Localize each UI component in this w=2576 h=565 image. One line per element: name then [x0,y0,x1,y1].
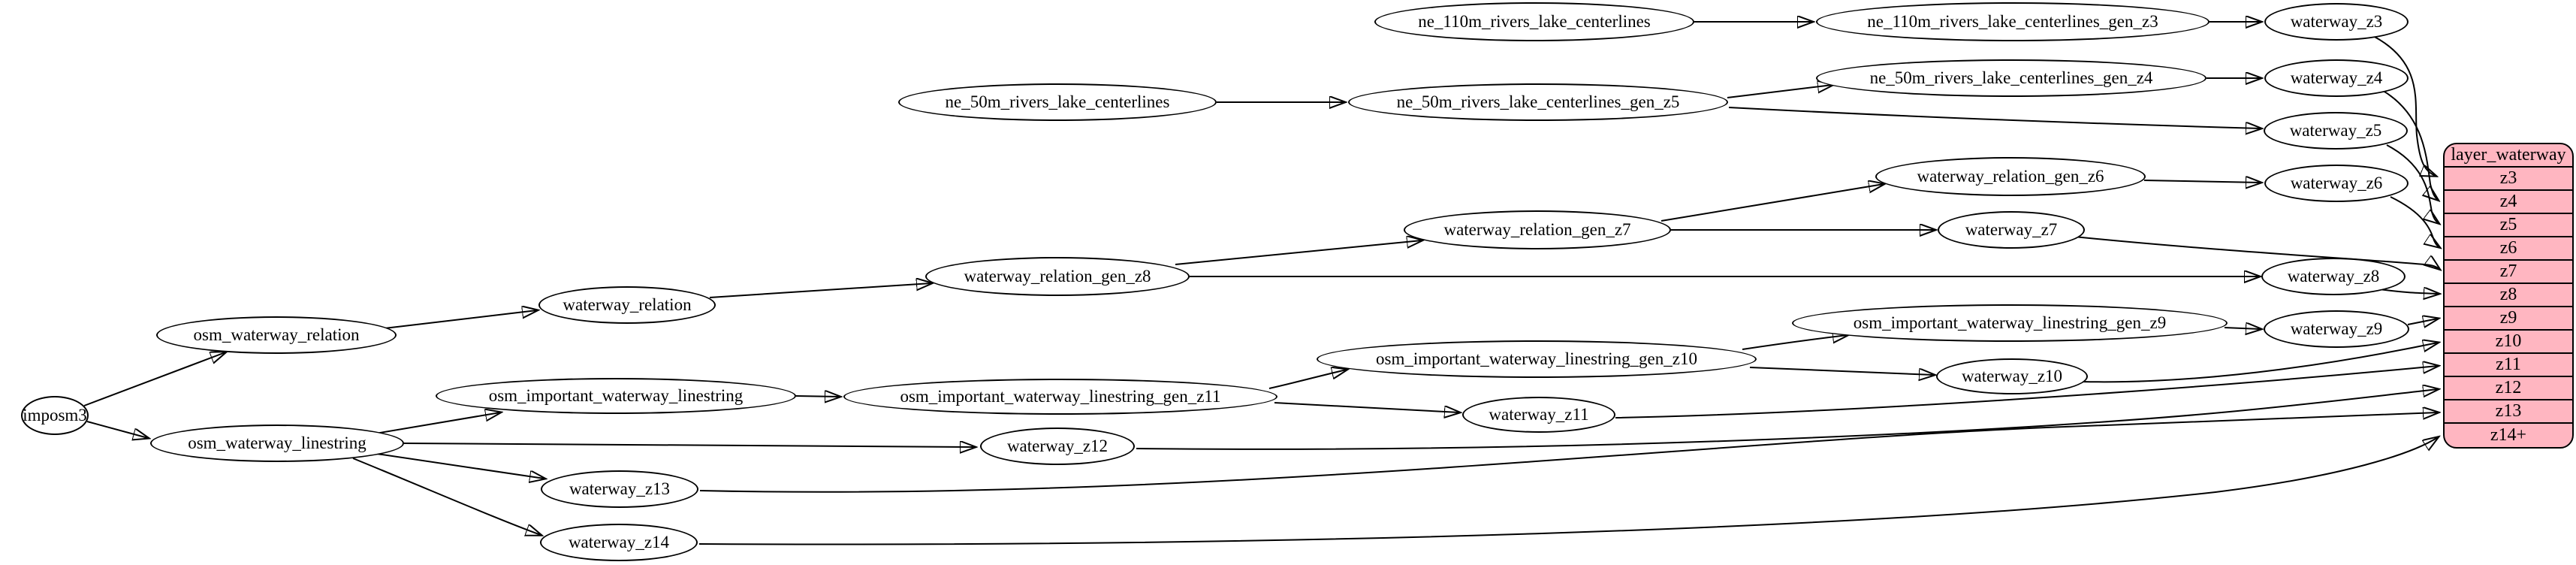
node-osm-waterway-linestring: osm_waterway_linestring [150,425,404,462]
table-row-z13: z13 [2445,400,2572,424]
edge-waterway_z12-row_z12 [1136,389,2438,450]
node-osm-waterway-relation: osm_waterway_relation [156,316,397,354]
node-waterway-relation-gen-z8: waterway_relation_gen_z8 [925,257,1190,296]
table-row-z9: z9 [2445,307,2572,331]
edge-gen_z10-gen_z9 [1742,335,1848,350]
table-row-z3: z3 [2445,168,2572,191]
node-waterway-z14: waterway_z14 [540,524,698,561]
node-waterway-z12: waterway_z12 [980,428,1135,465]
table-row-z6: z6 [2445,237,2572,261]
table-row-z10: z10 [2445,331,2572,354]
layer-waterway-table-title: layer_waterway [2445,144,2572,168]
edge-gen_z6-waterway_z6 [2143,180,2261,183]
edge-waterway_z13-row_z13 [699,412,2438,493]
edge-waterway_z9-row_z9 [2407,319,2438,325]
edge-osm_waterway_linestring-osm_important [375,412,500,434]
edge-waterway_z11-row_z11 [1615,366,2438,418]
edge-osm_waterway_linestring-waterway_z12 [403,443,975,447]
table-row-z4: z4 [2445,191,2572,214]
layer-waterway-table: layer_waterway z3 z4 z5 z6 z7 z8 z9 z10 … [2443,143,2574,449]
node-imposm3: imposm3 [21,396,89,435]
edge-gen_z7-gen_z6 [1661,184,1884,222]
edge-osm_waterway_linestring-waterway_z13 [371,452,544,479]
node-waterway-relation: waterway_relation [538,286,716,324]
edge-waterway_relation-waterway_relation_gen_z8 [709,283,931,298]
node-ne-110m-rivers-lake-centerlines-gen-z3: ne_110m_rivers_lake_centerlines_gen_z3 [1816,2,2210,41]
node-waterway-z11: waterway_z11 [1462,397,1615,433]
edge-ne50m_gen_z5-ne50m_gen_z4 [1727,85,1832,98]
node-osm-important-waterway-linestring-gen-z10: osm_important_waterway_linestring_gen_z1… [1317,340,1757,378]
node-waterway-relation-gen-z7: waterway_relation_gen_z7 [1404,210,1671,249]
node-osm-important-waterway-linestring-gen-z9: osm_important_waterway_linestring_gen_z9 [1792,304,2228,342]
node-ne-110m-rivers-lake-centerlines: ne_110m_rivers_lake_centerlines [1374,2,1694,41]
table-row-z7: z7 [2445,261,2572,284]
edge-gen_z8-gen_z7 [1175,240,1422,265]
edge-gen_z11-waterway_z11 [1274,402,1459,412]
node-waterway-z6: waterway_z6 [2264,165,2409,202]
node-waterway-z3: waterway_z3 [2264,3,2409,41]
edge-waterway_z8-row_z8 [2378,289,2439,294]
node-waterway-z13: waterway_z13 [541,470,698,508]
edge-ne50m_gen_z5-waterway_z5 [1728,107,2261,128]
node-osm-important-waterway-linestring: osm_important_waterway_linestring [436,378,796,414]
edge-waterway_z6-row_z6 [2390,196,2439,247]
node-waterway-relation-gen-z6: waterway_relation_gen_z6 [1875,157,2146,196]
node-waterway-z8: waterway_z8 [2261,258,2406,295]
edge-waterway_z10-row_z10 [2081,343,2438,383]
edge-gen_z11-gen_z10 [1268,370,1347,389]
node-ne-50m-rivers-lake-centerlines-gen-z5: ne_50m_rivers_lake_centerlines_gen_z5 [1348,83,1728,121]
table-row-z14plus: z14+ [2490,425,2527,445]
table-row-z8: z8 [2445,284,2572,307]
edge-imposm3-osm_waterway_relation [83,352,225,406]
edge-osm_important-gen_z11 [795,396,840,397]
node-waterway-z10: waterway_z10 [1936,358,2088,394]
edge-gen_z9-waterway_z9 [2224,328,2261,329]
node-ne-50m-rivers-lake-centerlines: ne_50m_rivers_lake_centerlines [898,83,1217,121]
table-row-z5: z5 [2445,214,2572,237]
node-waterway-z5: waterway_z5 [2264,112,2408,150]
edge-waterway_z4-row_z4 [2380,89,2438,200]
edge-osm_waterway_relation-waterway_relation [384,310,537,329]
table-row-z11: z11 [2445,354,2572,377]
edge-waterway_z5-row_z5 [2386,144,2439,223]
edge-gen_z10-waterway_z10 [1749,367,1934,375]
edge-osm_waterway_linestring-waterway_z14 [352,458,541,535]
edge-waterway_z14-row_z14 [698,437,2438,545]
node-ne-50m-rivers-lake-centerlines-gen-z4: ne_50m_rivers_lake_centerlines_gen_z4 [1816,59,2206,97]
edge-imposm3-osm_waterway_linestring [86,421,148,438]
node-waterway-z9: waterway_z9 [2264,310,2409,348]
node-waterway-z7: waterway_z7 [1938,211,2085,249]
node-waterway-z4: waterway_z4 [2264,59,2409,97]
node-osm-important-waterway-linestring-gen-z11: osm_important_waterway_linestring_gen_z1… [843,379,1277,415]
table-row-z12: z12 [2445,377,2572,400]
